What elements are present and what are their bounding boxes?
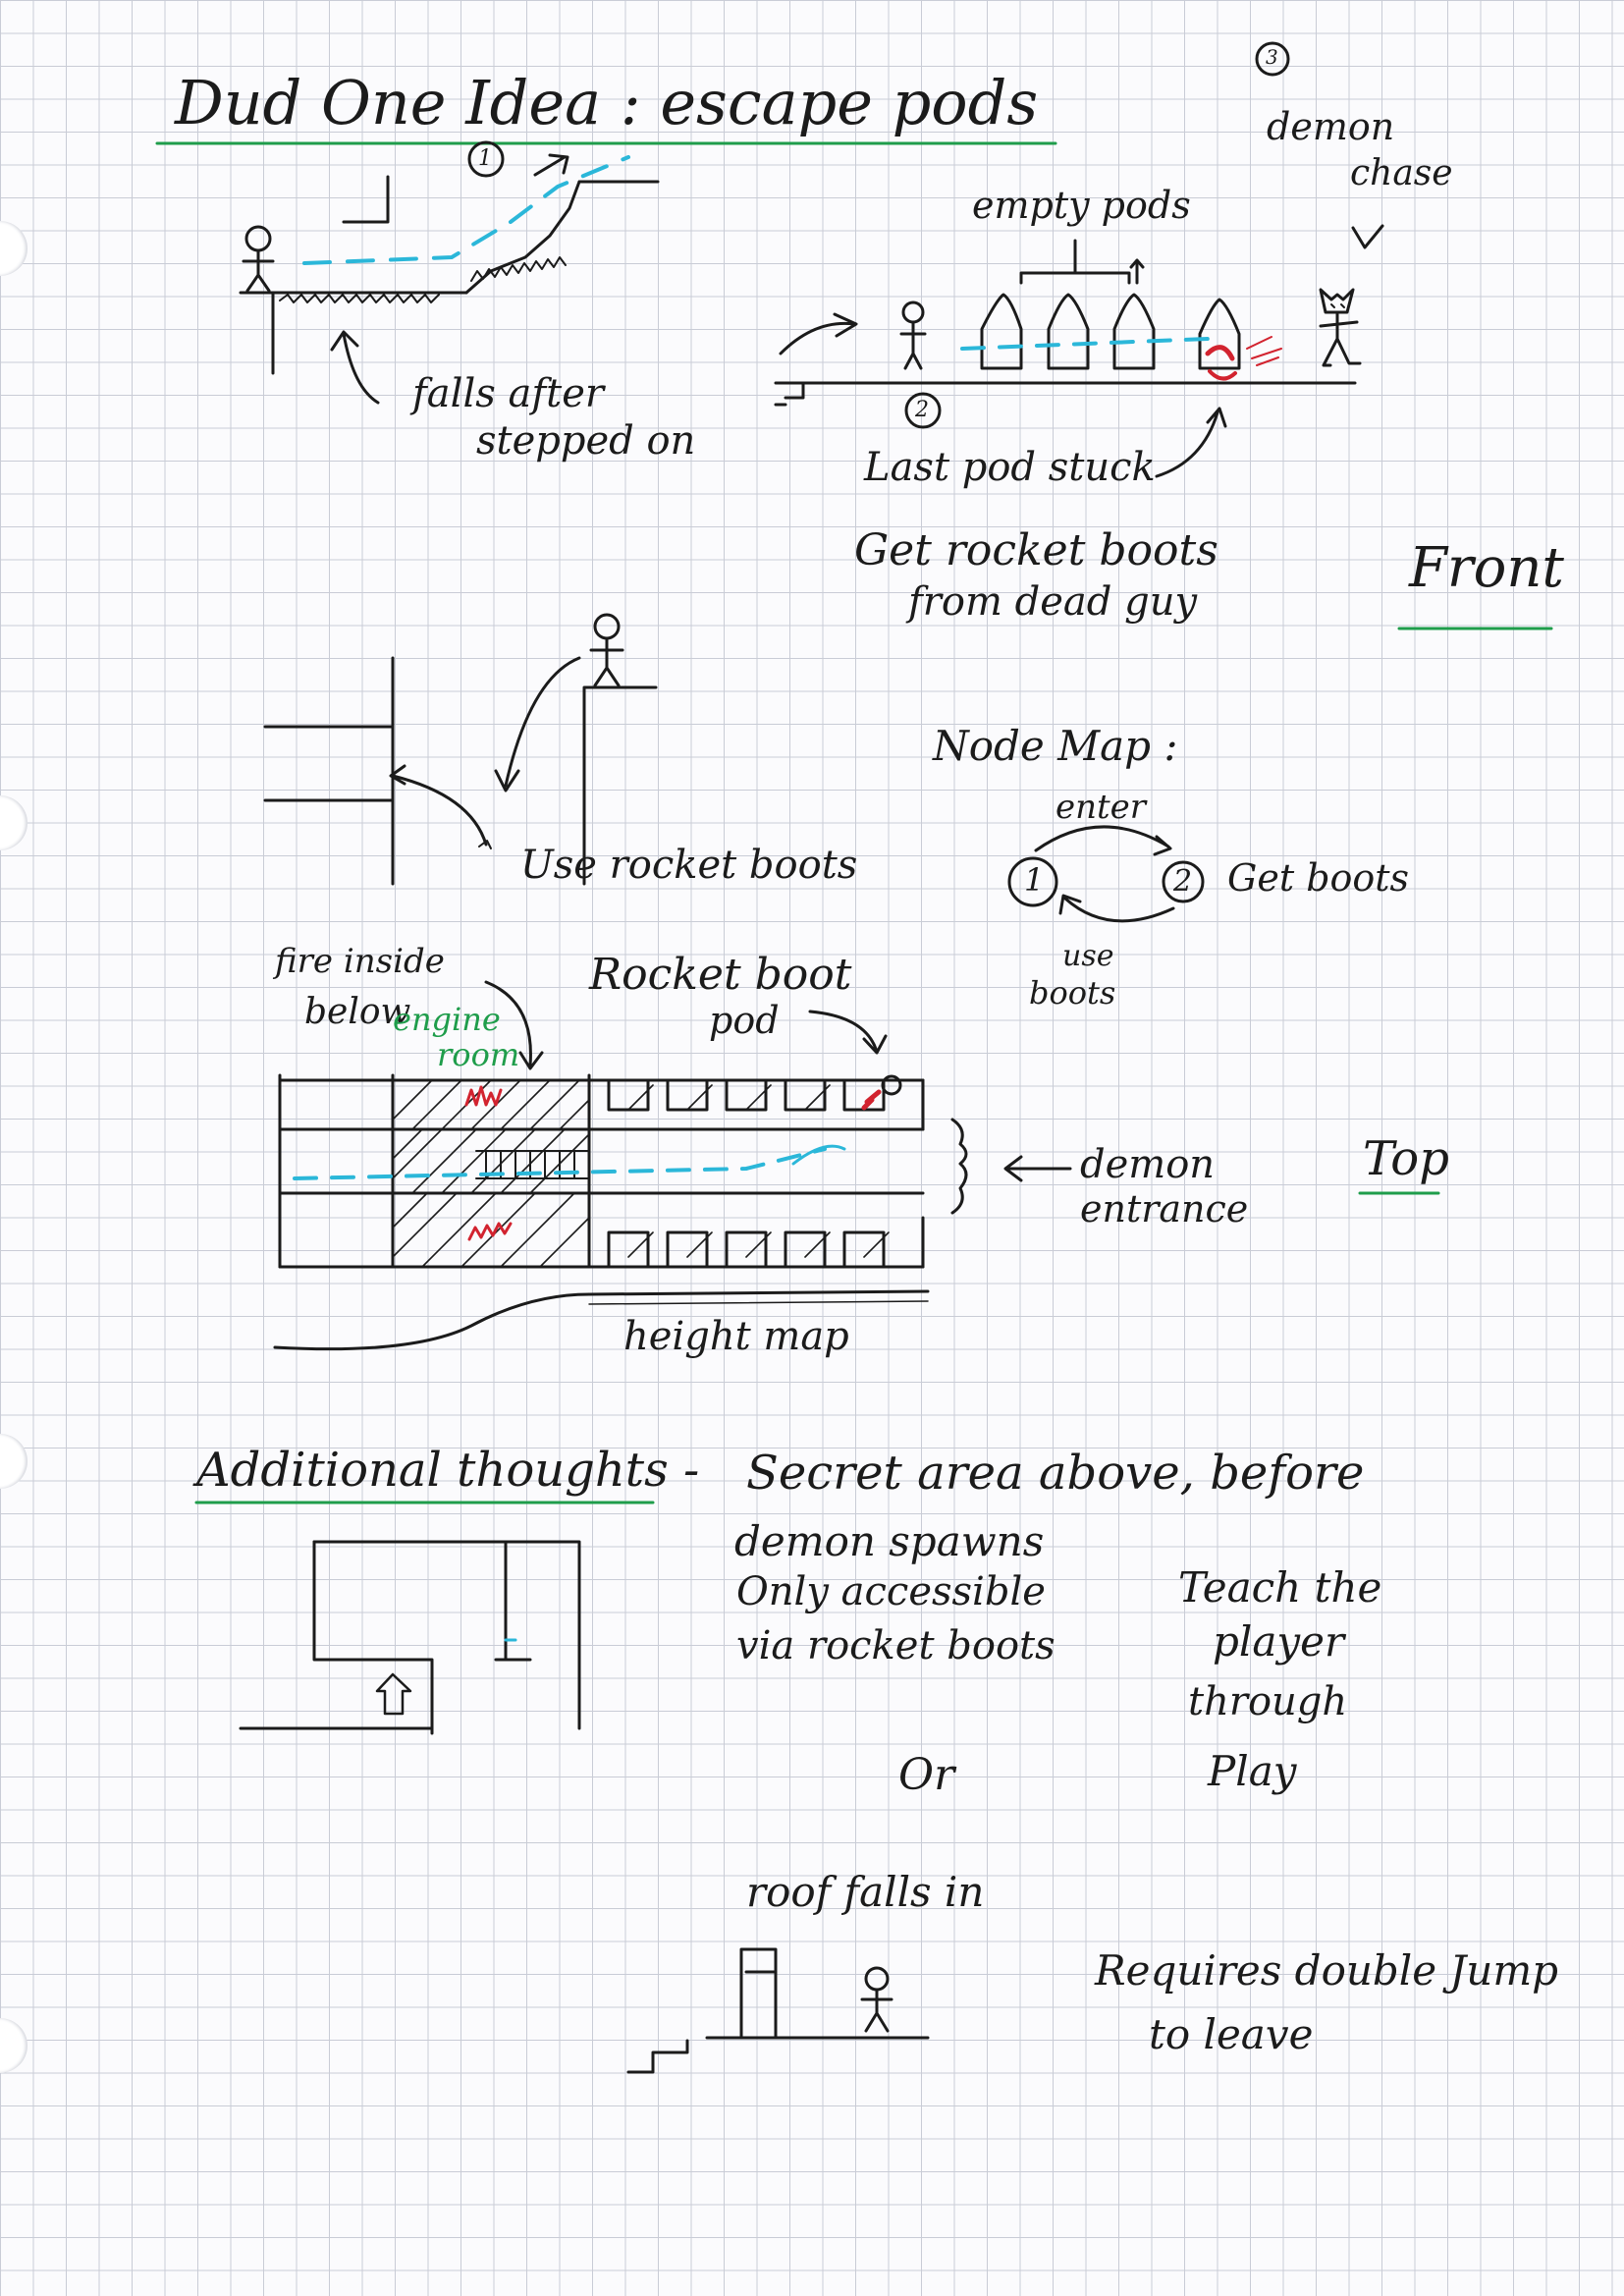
up-arrow-icon — [377, 1674, 410, 1714]
note-empty-pods: empty pods — [972, 187, 1191, 226]
note-roof-falls: roof falls in — [746, 1871, 984, 1914]
note-secret-line2: demon spawns — [734, 1520, 1044, 1563]
note-demon: demon — [1267, 108, 1394, 147]
note-secret-line3: Only accessible — [736, 1571, 1046, 1613]
note-demon-entrance-2: entrance — [1080, 1190, 1248, 1230]
node-map-boots: boots — [1029, 977, 1115, 1011]
node-2-label: 2 — [1173, 866, 1192, 898]
player-stick-figure — [244, 227, 273, 291]
node-1-label: 1 — [1024, 864, 1044, 898]
note-falls-after: falls after — [412, 373, 604, 414]
note-use-rocket-boots: Use rocket boots — [520, 845, 857, 886]
note-teach-1: Teach the — [1178, 1566, 1381, 1610]
circle-3-label: 3 — [1266, 47, 1278, 68]
note-get-rocket-boots: Get rocket boots — [854, 528, 1218, 574]
front-label: Front — [1409, 540, 1564, 598]
note-room: room — [437, 1039, 519, 1072]
note-secret-line1: Secret area above, before — [746, 1449, 1364, 1498]
node-map-title: Node Map : — [933, 725, 1178, 768]
note-demon-entrance-1: demon — [1080, 1144, 1215, 1185]
note-fire-inside: fire inside — [275, 945, 445, 980]
circle-1-label: 1 — [478, 147, 492, 170]
node-map-enter: enter — [1056, 791, 1146, 826]
note-last-pod-stuck: Last pod stuck — [864, 447, 1156, 488]
note-rocket-boot: Rocket boot — [589, 953, 851, 998]
node-map-use: use — [1062, 941, 1113, 972]
page-title: Dud One Idea : escape pods — [175, 71, 1038, 135]
note-or: Or — [898, 1753, 954, 1798]
player-stick-figure — [901, 302, 925, 368]
note-height-map: height map — [623, 1316, 849, 1357]
note-engine: engine — [393, 1004, 501, 1037]
additional-heading: Additional thoughts - — [196, 1446, 699, 1495]
note-to-leave: to leave — [1149, 2013, 1313, 2056]
note-pod: pod — [709, 1002, 780, 1041]
note-stepped-on: stepped on — [476, 420, 695, 462]
note-requires-double-jump: Requires double Jump — [1095, 1949, 1558, 1993]
circle-2-label: 2 — [915, 399, 929, 421]
note-teach-4: Play — [1208, 1750, 1296, 1793]
demon-figure — [1321, 290, 1360, 365]
level-falling-floor — [241, 142, 658, 403]
note-from-dead-guy: from dead guy — [908, 581, 1197, 623]
level-roof-falls — [628, 1949, 928, 2072]
note-secret-line4: via rocket boots — [736, 1625, 1056, 1667]
note-teach-2: player — [1213, 1620, 1344, 1664]
player-stick-figure — [591, 615, 623, 685]
note-teach-3: through — [1188, 1681, 1347, 1722]
top-label: Top — [1363, 1134, 1449, 1183]
player-stick-figure — [862, 1968, 892, 2031]
node-map-get-boots: Get boots — [1227, 859, 1409, 899]
note-chase: chase — [1350, 155, 1453, 192]
level-secret-area — [241, 1542, 579, 1733]
